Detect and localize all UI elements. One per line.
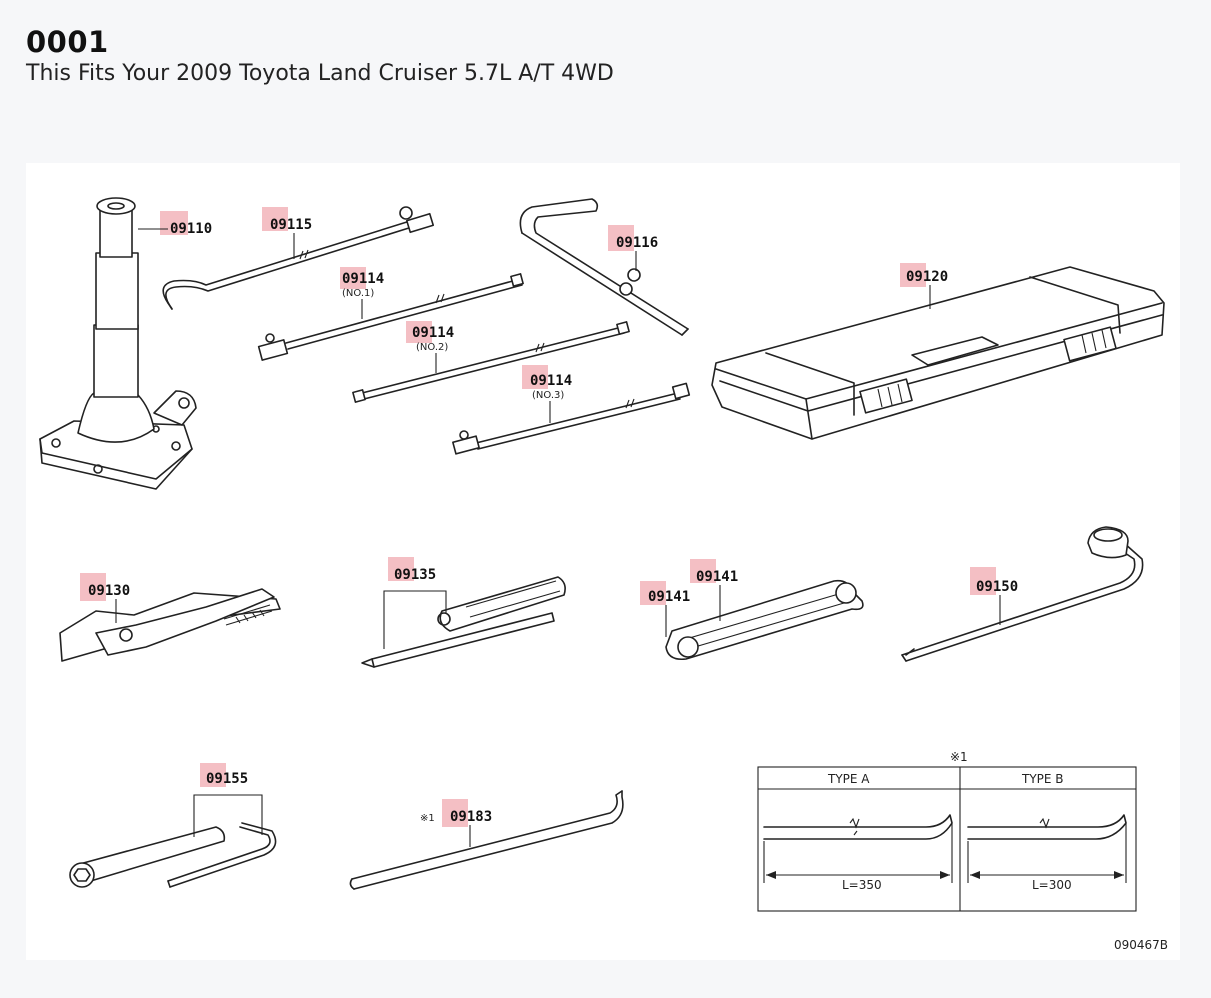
- part-label-09183[interactable]: 09183: [450, 809, 492, 825]
- highlight-09114-no1: [340, 267, 366, 289]
- page-title: 0001: [26, 25, 109, 59]
- extension-bar-no2-illustration: [352, 321, 630, 403]
- part-sublabel-no2: (NO.2): [416, 342, 448, 353]
- highlight-09114-no3: [522, 365, 548, 389]
- part-label-09141-b[interactable]: 09141: [696, 569, 738, 585]
- highlight-09141-a: [640, 581, 666, 605]
- part-label-09135[interactable]: 09135: [394, 567, 436, 583]
- type-a-header: TYPE A: [827, 772, 870, 786]
- highlight-09150: [970, 567, 996, 595]
- type-a-bar: [763, 814, 953, 840]
- box-wrench-illustration: [69, 822, 277, 888]
- part-label-09114-no3[interactable]: 09114: [530, 373, 572, 389]
- highlight-09110: [160, 211, 188, 235]
- extension-bar-no3-illustration: [452, 382, 691, 455]
- part-sublabel-no1: (NO.1): [342, 288, 374, 299]
- highlight-09115: [262, 207, 288, 231]
- tool-case-illustration: [711, 266, 1165, 440]
- figure-code: 090467B: [1114, 938, 1168, 952]
- crank-handle-illustration: [519, 198, 689, 336]
- tire-iron-illustration: [349, 790, 624, 890]
- jack-handle-illustration: [162, 206, 435, 310]
- parts-diagram: 09110 09115 09114 (NO.1) 09114 (NO.2): [39, 197, 1168, 952]
- highlight-09116: [608, 225, 634, 251]
- part-label-09110[interactable]: 09110: [170, 221, 212, 237]
- type-a-length: L=350: [842, 878, 882, 892]
- screwdriver-illustration: [361, 576, 566, 668]
- type-b-header: TYPE B: [1021, 772, 1064, 786]
- highlight-09130: [80, 573, 106, 601]
- wrench-illustration: [665, 579, 864, 661]
- part-label-09130[interactable]: 09130: [88, 583, 130, 599]
- part-sublabel-no3: (NO.3): [532, 390, 564, 401]
- part-label-09114-no1[interactable]: 09114: [342, 271, 384, 287]
- note-09183: ※1: [420, 813, 435, 824]
- part-label-09141-a[interactable]: 09141: [648, 589, 690, 605]
- part-label-09116[interactable]: 09116: [616, 235, 658, 251]
- highlight-09183: [442, 799, 468, 827]
- vehicle-fitment-text: This Fits Your 2009 Toyota Land Cruiser …: [26, 61, 614, 86]
- parts-diagram-panel: 09110 09115 09114 (NO.1) 09114 (NO.2): [26, 163, 1180, 960]
- type-b-bar: [967, 814, 1127, 840]
- highlight-09155: [200, 763, 226, 787]
- page-header: 0001 This Fits Your 2009 Toyota Land Cru…: [26, 26, 614, 88]
- type-table-note: ※1: [950, 750, 968, 764]
- lug-wrench-illustration: [901, 526, 1144, 662]
- type-b-length: L=300: [1032, 878, 1072, 892]
- type-comparison-table: ※1 TYPE A TYPE B L=350 L=300: [757, 750, 1137, 912]
- highlight-09114-no2: [406, 321, 432, 343]
- part-label-09155[interactable]: 09155: [206, 771, 248, 787]
- jack-illustration: [39, 197, 197, 490]
- part-label-09150[interactable]: 09150: [976, 579, 1018, 595]
- highlight-09120: [900, 263, 926, 287]
- part-label-09115[interactable]: 09115: [270, 217, 312, 233]
- extension-bar-no1-illustration: [257, 273, 524, 361]
- part-label-09114-no2[interactable]: 09114: [412, 325, 454, 341]
- highlight-09141-b: [690, 559, 716, 583]
- pliers-illustration: [59, 588, 281, 662]
- part-label-09120[interactable]: 09120: [906, 269, 948, 285]
- highlight-09135: [388, 557, 414, 581]
